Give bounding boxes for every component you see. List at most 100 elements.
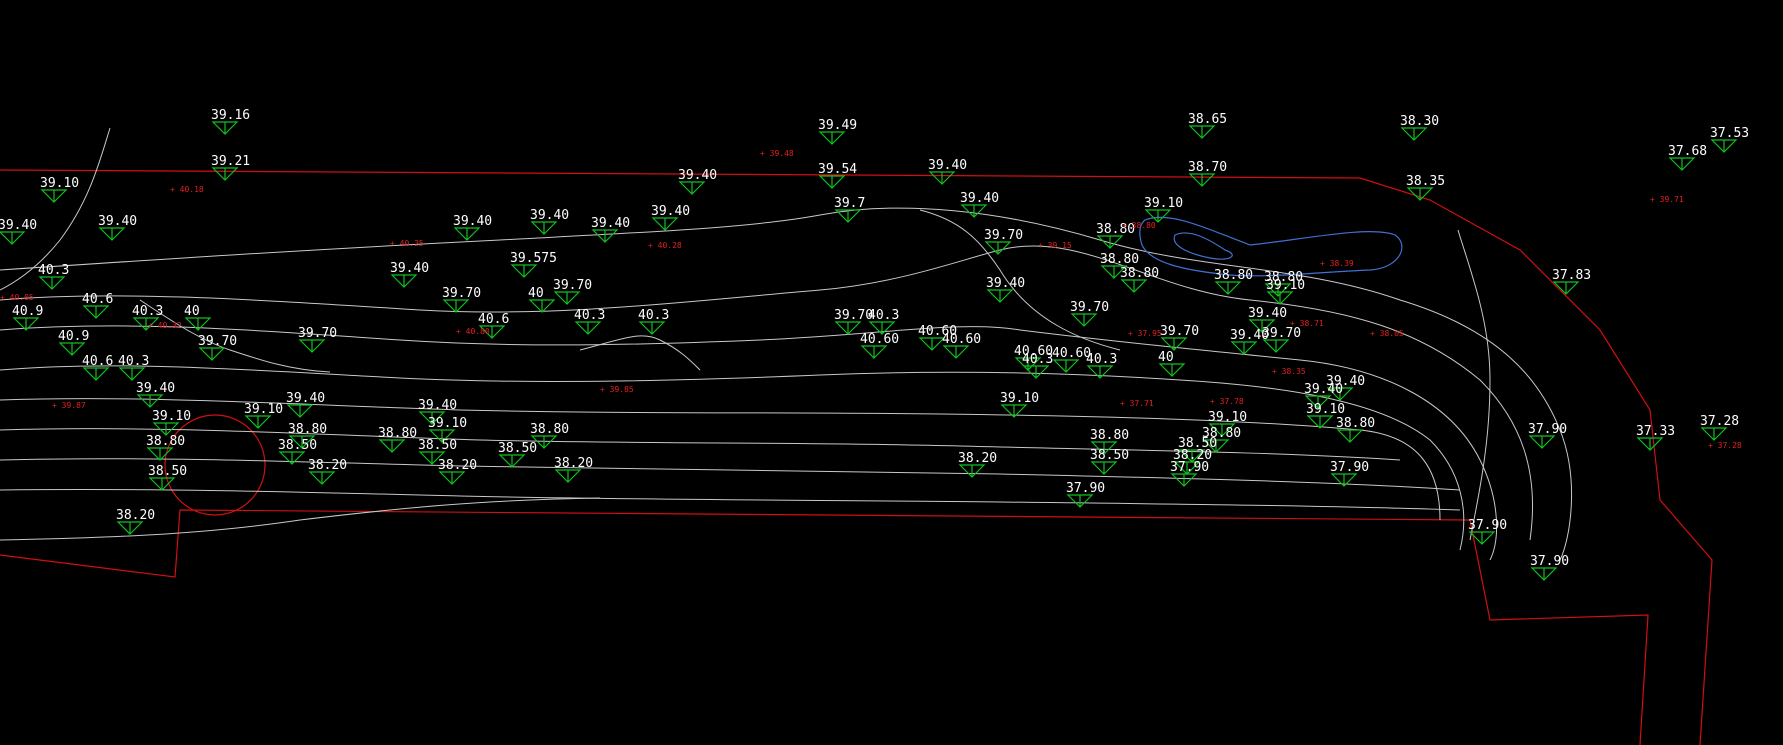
elevation-label: 38.20	[116, 508, 155, 523]
elevation-marker-triangle	[82, 367, 110, 381]
elevation-marker-triangle	[1188, 125, 1216, 139]
elevation-label: 39.10	[1000, 391, 1039, 406]
elevation-marker-triangle	[986, 289, 1014, 303]
elevation-marker-triangle	[1700, 427, 1728, 441]
elevation-label: 39.10	[152, 409, 191, 424]
elevation-label: 38.80	[1264, 270, 1303, 285]
spot-height-label: + 40.05	[0, 293, 34, 302]
elevation-label: 38.30	[1400, 114, 1439, 129]
contour-line	[0, 488, 1461, 511]
elevation-marker-triangle	[528, 299, 556, 313]
elevation-label: 38.20	[554, 456, 593, 471]
elevation-marker-triangle	[442, 299, 470, 313]
contour-line	[579, 335, 701, 371]
elevation-marker-triangle	[1326, 387, 1354, 401]
elevation-label: 37.28	[1700, 414, 1739, 429]
elevation-label: 39.40	[1248, 306, 1287, 321]
elevation-label: 39.70	[198, 334, 237, 349]
contour-line	[0, 325, 1497, 561]
elevation-marker-triangle	[308, 471, 336, 485]
elevation-label: 39.40	[0, 218, 37, 233]
elevation-label: 37.68	[1668, 144, 1707, 159]
elevation-label: 39.575	[510, 251, 557, 266]
elevation-marker-triangle	[1070, 313, 1098, 327]
spot-height-label: + 39.87	[52, 401, 86, 410]
elevation-marker-triangle	[198, 347, 226, 361]
elevation-label: 39.70	[1160, 324, 1199, 339]
contour-line	[139, 299, 331, 373]
elevation-marker-triangle	[244, 415, 272, 429]
elevation-label: 37.90	[1528, 422, 1567, 437]
elevation-marker-triangle	[40, 189, 68, 203]
elevation-marker-triangle	[960, 204, 988, 218]
elevation-marker-triangle	[1248, 319, 1276, 333]
elevation-label: 37.33	[1636, 424, 1675, 439]
elevation-marker-triangle	[1170, 473, 1198, 487]
elevation-marker-triangle	[1304, 395, 1332, 409]
elevation-label: 39.40	[986, 276, 1025, 291]
elevation-label: 39.70	[553, 278, 592, 293]
elevation-label: 38.35	[1406, 174, 1445, 189]
elevation-label: 39.40	[1304, 382, 1343, 397]
elevation-label: 38.80	[1120, 266, 1159, 281]
elevation-label: 39.49	[818, 118, 857, 133]
elevation-marker-triangle	[286, 404, 314, 418]
spot-height-label: + 40.32	[148, 321, 182, 330]
contour-line	[0, 497, 601, 541]
elevation-marker-triangle	[530, 435, 558, 449]
elevation-marker-triangle	[1160, 337, 1188, 351]
elevation-marker-triangle	[1528, 435, 1556, 449]
elevation-marker-triangle	[38, 276, 66, 290]
elevation-marker-triangle	[146, 447, 174, 461]
elevation-label: 40.3	[868, 308, 899, 323]
elevation-label: 38.20	[958, 451, 997, 466]
elevation-marker-triangle	[132, 317, 160, 331]
elevation-label: 38.50	[1178, 436, 1217, 451]
elevation-label: 39.40	[678, 168, 717, 183]
elevation-label: 38.50	[1090, 448, 1129, 463]
elevation-marker-triangle	[1468, 531, 1496, 545]
elevation-label: 40.6	[82, 354, 113, 369]
elevation-marker-triangle	[211, 121, 239, 135]
elevation-marker-triangle	[1178, 449, 1206, 463]
elevation-markers	[0, 121, 1738, 581]
contour-lines	[0, 127, 1573, 561]
spot-height-label: + 38.35	[1272, 367, 1306, 376]
elevation-marker-triangle	[1202, 439, 1230, 453]
elevation-marker-triangle	[834, 321, 862, 335]
elevation-label: 38.65	[1188, 112, 1227, 127]
spot-height-label: + 39.15	[1038, 241, 1072, 250]
elevation-marker-triangle	[868, 321, 896, 335]
site-boundary	[0, 169, 1713, 745]
spot-height-red-labels: + 39.48+ 40.18+ 40.25+ 40.28+ 40.80+ 40.…	[0, 149, 1742, 450]
spot-height-label: + 37.28	[1708, 441, 1742, 450]
elevation-marker-triangle	[136, 394, 164, 408]
elevation-label: 37.83	[1552, 268, 1591, 283]
elevation-label: 39.70	[834, 308, 873, 323]
elevation-marker-triangle	[678, 181, 706, 195]
elevation-marker-triangle	[1636, 437, 1664, 451]
elevation-marker-triangle	[574, 321, 602, 335]
elevation-marker-triangle	[1262, 339, 1290, 353]
elevation-label: 39.40	[136, 381, 175, 396]
elevation-marker-triangle	[1144, 209, 1172, 223]
boundary-bottom-line	[0, 509, 1649, 745]
elevation-marker-triangle	[0, 231, 26, 245]
elevation-label: 40.3	[1022, 352, 1053, 367]
blue-closed-curve	[1139, 216, 1403, 277]
elevation-marker-triangle	[1173, 461, 1201, 475]
elevation-label: 39.10	[244, 402, 283, 417]
elevation-label: 38.50	[148, 464, 187, 479]
spot-height-label: + 40.25	[390, 239, 424, 248]
spot-height-label: + 37.78	[1210, 397, 1244, 406]
elevation-label: 38.50	[498, 441, 537, 456]
elevation-marker-triangle	[984, 241, 1012, 255]
elevation-label: 39.54	[818, 162, 857, 177]
elevation-marker-triangle	[1066, 494, 1094, 508]
elevation-label: 40.6	[478, 312, 509, 327]
elevation-label: 38.80	[1336, 416, 1375, 431]
elevation-marker-triangle	[98, 227, 126, 241]
elevation-marker-triangle	[418, 411, 446, 425]
elevation-marker-triangle	[478, 325, 506, 339]
